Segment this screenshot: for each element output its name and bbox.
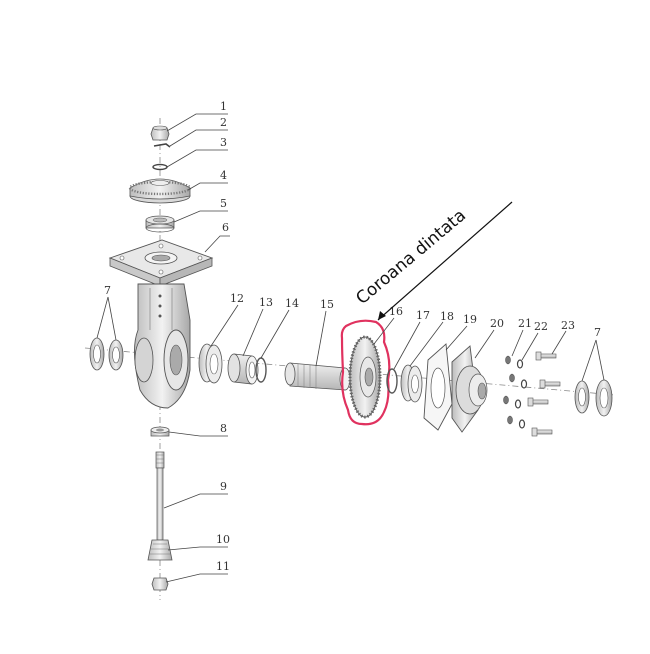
label-part-15: 15 [320, 298, 334, 311]
label-part-9: 9 [220, 480, 227, 493]
part-number-labels: 1 2 3 4 5 6 7 8 9 10 11 12 13 14 15 16 1… [104, 100, 601, 573]
part-20-cover [451, 345, 488, 433]
label-part-8: 8 [220, 422, 227, 435]
label-part-4: 4 [220, 169, 227, 182]
part-10-pinion [147, 539, 173, 561]
label-part-18: 18 [440, 310, 454, 323]
part-5-bearing [145, 215, 175, 233]
part-19-gasket [423, 343, 453, 431]
label-part-1: 1 [220, 100, 227, 113]
annotation-arrow-line [377, 201, 513, 321]
part-12-bearing [198, 343, 223, 384]
label-part-14: 14 [285, 297, 299, 310]
part-7-right-seals [574, 379, 613, 417]
label-part-13: 13 [259, 296, 273, 309]
label-part-17: 17 [416, 309, 430, 322]
part-7-left-seals [89, 337, 124, 371]
crown-gear-highlight-outline [340, 319, 391, 426]
part-15-splined-shaft [284, 362, 351, 391]
label-part-2: 2 [220, 116, 227, 129]
part-11-nut [151, 577, 169, 591]
leader-lines [96, 113, 605, 583]
label-part-20: 20 [490, 317, 504, 330]
label-part-22: 22 [534, 320, 548, 333]
part-2-pin [153, 143, 171, 148]
label-part-23: 23 [561, 319, 575, 332]
annotation-label: Coroana dintata [352, 206, 470, 309]
part-9-shaft [155, 451, 165, 541]
label-part-19: 19 [463, 313, 477, 326]
label-part-5: 5 [220, 197, 227, 210]
part-13-spacer [227, 353, 259, 385]
horizontal-axis-line [84, 347, 616, 396]
part-16-crown-gear [348, 335, 382, 419]
label-part-3: 3 [220, 136, 227, 149]
part-18-bearing [400, 364, 423, 403]
part-8-bearing [150, 426, 170, 437]
annotation-callout: Coroana dintata [352, 201, 513, 321]
label-part-21: 21 [518, 317, 532, 330]
label-part-16: 16 [389, 305, 403, 318]
label-part-7-left: 7 [104, 284, 111, 297]
part-23-bolts [527, 351, 561, 437]
label-part-10: 10 [216, 533, 230, 546]
part-1-nut [150, 125, 170, 141]
part-4-bevel-gear [128, 178, 192, 204]
label-part-12: 12 [230, 292, 244, 305]
label-part-6: 6 [222, 221, 229, 234]
part-22-spring-washers [514, 359, 528, 429]
label-part-7-right: 7 [594, 326, 601, 339]
part-21-washers [503, 355, 515, 425]
part-17-ring [386, 368, 398, 394]
label-part-11: 11 [216, 560, 230, 573]
part-6-housing [108, 239, 214, 409]
annotation-arrowhead-icon [378, 311, 386, 320]
